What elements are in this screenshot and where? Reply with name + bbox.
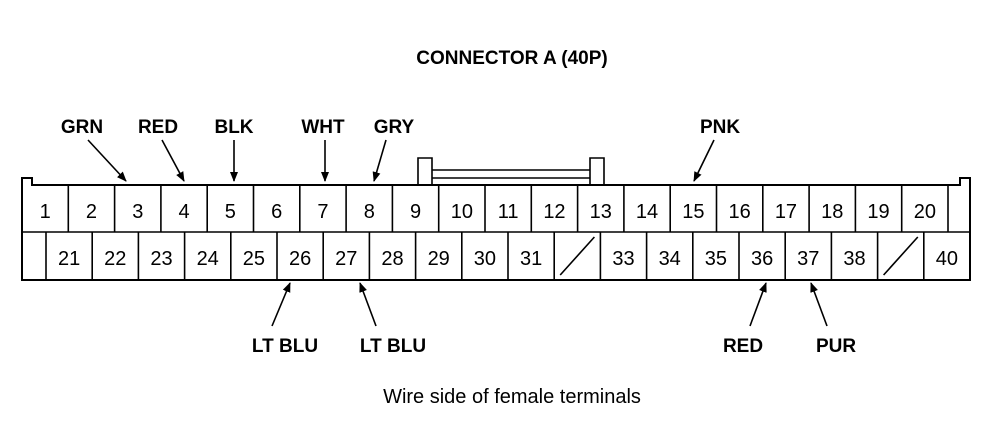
pin-24: 24 xyxy=(197,248,219,270)
wire-label-red-top: RED xyxy=(138,117,178,138)
pin-23: 23 xyxy=(150,248,172,270)
arrow-pnk xyxy=(693,139,715,182)
connector-latch xyxy=(417,157,605,185)
unused-pin-slash xyxy=(559,236,595,276)
wire-label-pur: PUR xyxy=(816,336,856,357)
wire-label-gry: GRY xyxy=(374,117,415,138)
pin-38: 38 xyxy=(843,248,865,270)
pin-11: 11 xyxy=(498,201,519,223)
wire-label-ltblu-26: LT BLU xyxy=(252,336,318,357)
pin-40: 40 xyxy=(936,248,958,270)
pin-27: 27 xyxy=(335,248,357,270)
pin-8: 8 xyxy=(364,201,375,223)
connector-body xyxy=(21,157,971,281)
pin-6: 6 xyxy=(271,201,282,223)
pin-12: 12 xyxy=(543,201,565,223)
pin-4: 4 xyxy=(178,201,189,223)
pin-33: 33 xyxy=(612,248,634,270)
wire-label-blk: BLK xyxy=(214,117,253,138)
pin-5: 5 xyxy=(225,201,236,223)
pin-13: 13 xyxy=(590,201,612,223)
pin-7: 7 xyxy=(317,201,328,223)
pin-3: 3 xyxy=(132,201,143,223)
pin-22: 22 xyxy=(104,248,126,270)
pin-10: 10 xyxy=(451,201,473,223)
wire-callouts-bottom: LT BLU LT BLU RED PUR xyxy=(252,282,856,357)
pin-34: 34 xyxy=(659,248,681,270)
arrow-pur-37 xyxy=(810,282,828,327)
pin-19: 19 xyxy=(867,201,889,223)
arrow-red-36 xyxy=(749,282,767,327)
diagram-title: CONNECTOR A (40P) xyxy=(416,48,607,69)
pin-35: 35 xyxy=(705,248,727,270)
wire-callouts-top: GRN RED BLK WHT GRY PNK xyxy=(61,117,740,182)
pin-29: 29 xyxy=(428,248,450,270)
pin-21: 21 xyxy=(58,248,80,270)
pin-30: 30 xyxy=(474,248,496,270)
pin-25: 25 xyxy=(243,248,265,270)
connector-frame xyxy=(21,177,971,281)
unused-pin-slash xyxy=(883,236,919,276)
pin-37: 37 xyxy=(797,248,819,270)
wire-label-ltblu-27: LT BLU xyxy=(360,336,426,357)
diagram-caption: Wire side of female terminals xyxy=(383,386,641,408)
arrow-ltblu-27 xyxy=(359,282,377,327)
wire-label-wht: WHT xyxy=(301,117,345,138)
pin-31: 31 xyxy=(520,248,542,270)
bottom-pin-row: 21 22 23 24 25 26 27 28 29 30 31 33 34 35 36 37 38 40 xyxy=(45,232,958,280)
pin-15: 15 xyxy=(682,201,704,223)
pin-20: 20 xyxy=(914,201,936,223)
pin-16: 16 xyxy=(729,201,751,223)
arrow-grn xyxy=(87,139,127,182)
pin-2: 2 xyxy=(86,201,97,223)
pin-36: 36 xyxy=(751,248,773,270)
pin-18: 18 xyxy=(821,201,843,223)
wire-label-grn: GRN xyxy=(61,117,103,138)
wire-label-red-36: RED xyxy=(723,336,763,357)
pin-26: 26 xyxy=(289,248,311,270)
pin-14: 14 xyxy=(636,201,658,223)
arrow-ltblu-26 xyxy=(271,282,291,327)
arrow-gry xyxy=(372,139,387,182)
pin-28: 28 xyxy=(381,248,403,270)
pin-9: 9 xyxy=(410,201,421,223)
pin-1: 1 xyxy=(40,201,51,223)
wire-label-pnk: PNK xyxy=(700,117,740,138)
arrow-red-top xyxy=(161,139,185,182)
pin-17: 17 xyxy=(775,201,797,223)
